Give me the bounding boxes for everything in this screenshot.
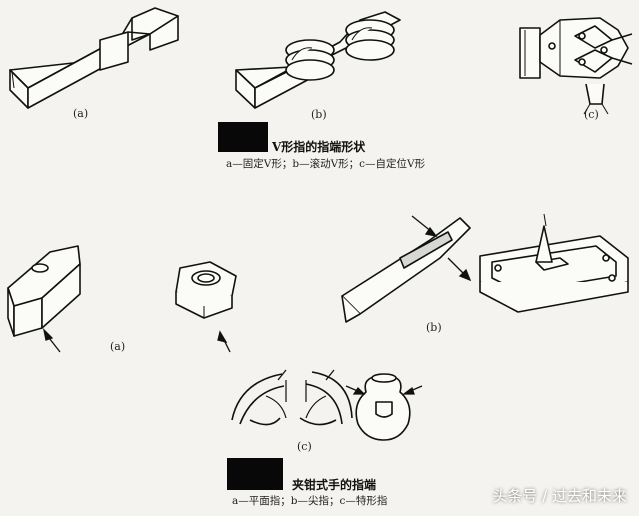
- rolling-v-finger-drawing: [235, 11, 401, 109]
- bottle-workpiece-drawing: [355, 373, 411, 441]
- flat-finger-drawing: [7, 245, 237, 337]
- top-sublabel-a: (a): [73, 107, 89, 120]
- redaction-box-top: [218, 122, 268, 152]
- bottom-sublabel-b: (b): [426, 321, 442, 334]
- special-shape-finger-drawing: [231, 371, 353, 426]
- redaction-box-bottom: [227, 458, 283, 490]
- bottom-sublabel-a: (a): [110, 340, 126, 353]
- force-arrows: [42, 215, 472, 395]
- top-sublabel-c: (c): [584, 108, 599, 121]
- bottom-sublabel-c: (c): [297, 440, 312, 453]
- top-figure-legend: a—固定V形；b—滚动V形；c—自定位V形: [226, 158, 426, 170]
- pointed-finger-drawing: [341, 213, 629, 323]
- self-positioning-v-finger-drawing: [519, 17, 633, 115]
- fixed-v-finger-drawing: [9, 7, 179, 109]
- watermark: 头条号 / 过去和未来: [492, 487, 627, 505]
- bottom-figure-title: 夹钳式手的指端: [292, 478, 377, 492]
- bottom-figure-legend: a—平面指；b—尖指；c—特形指: [232, 495, 388, 507]
- top-sublabel-b: (b): [311, 108, 327, 121]
- top-figure-title: V形指的指端形状: [272, 140, 366, 154]
